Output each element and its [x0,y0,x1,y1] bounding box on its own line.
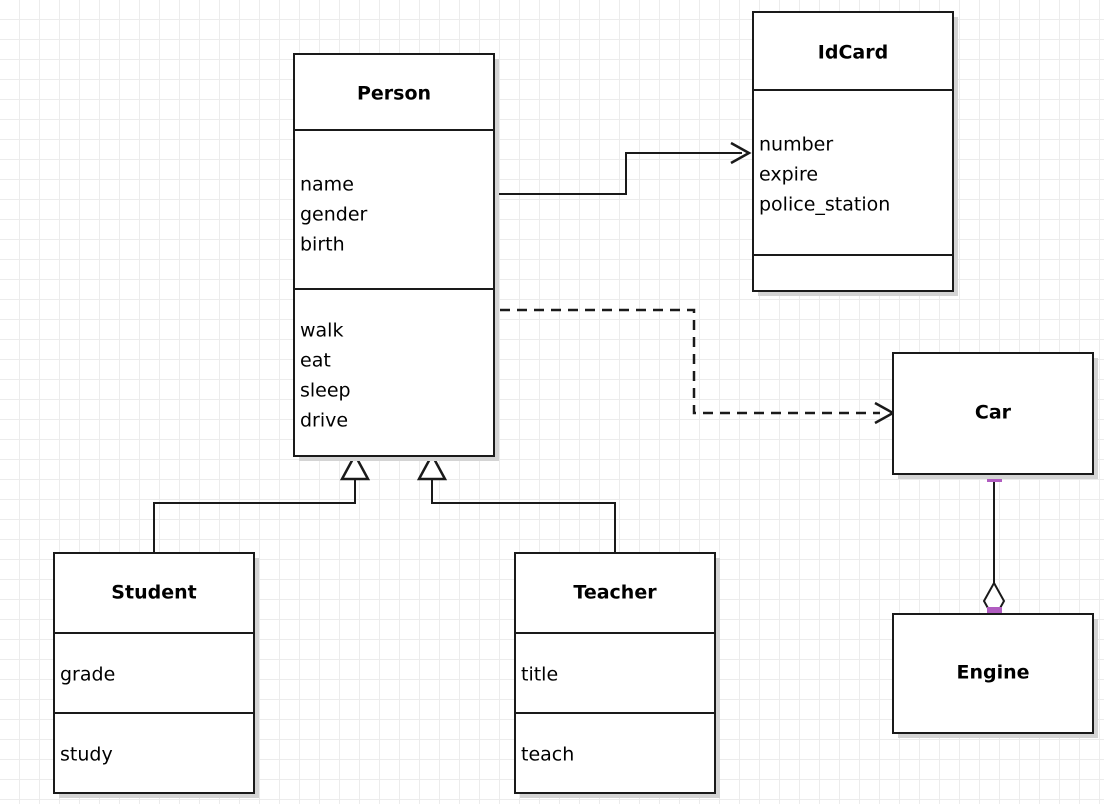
class-box-person[interactable]: Person name gender birth walk eat sleep … [293,53,499,461]
person-class-name: Person [357,83,431,105]
idcard-class-name: IdCard [818,42,888,64]
person-method: walk [300,320,343,342]
person-frame[interactable] [293,53,495,457]
class-box-idcard[interactable]: IdCard number expire police_station [752,11,958,296]
relationship-car-engine[interactable] [982,467,1006,622]
student-method: study [60,744,113,766]
class-box-student[interactable]: Student grade study [53,552,259,798]
engine-class-name: Engine [956,662,1029,684]
person-method: drive [300,410,348,432]
engine-frame[interactable] [892,613,1094,734]
person-attribute: gender [300,204,368,226]
person-attribute: birth [300,234,345,256]
teacher-class-name: Teacher [573,582,657,604]
teacher-method: teach [521,744,574,766]
hollow-triangle-icon [416,452,448,481]
person-attribute: name [300,174,354,196]
car-frame[interactable] [892,352,1094,475]
open-arrowhead-icon [730,141,752,165]
generalization-line[interactable] [431,479,616,553]
person-method: sleep [300,380,351,402]
idcard-frame[interactable] [752,11,954,292]
idcard-attribute: expire [759,164,818,186]
person-method: eat [300,350,331,372]
student-attribute: grade [60,664,115,686]
student-frame[interactable] [53,552,255,794]
class-box-car[interactable]: Car [892,352,1098,479]
class-box-engine[interactable]: Engine [892,613,1098,738]
dependency-line[interactable] [500,308,880,415]
student-class-name: Student [111,582,196,604]
relationship-person-idcard[interactable] [494,141,752,195]
generalization-line[interactable] [153,479,356,553]
relationship-teacher-person[interactable] [416,452,616,553]
teacher-attribute: title [521,664,558,686]
association-line[interactable] [494,152,742,195]
idcard-attribute: number [759,134,833,156]
class-box-teacher[interactable]: Teacher title teach [514,552,720,798]
relationship-student-person[interactable] [153,452,371,553]
relationship-person-car[interactable] [500,308,896,425]
idcard-attribute: police_station [759,194,890,216]
car-class-name: Car [975,402,1012,424]
teacher-frame[interactable] [514,552,716,794]
hollow-triangle-icon [339,452,371,481]
